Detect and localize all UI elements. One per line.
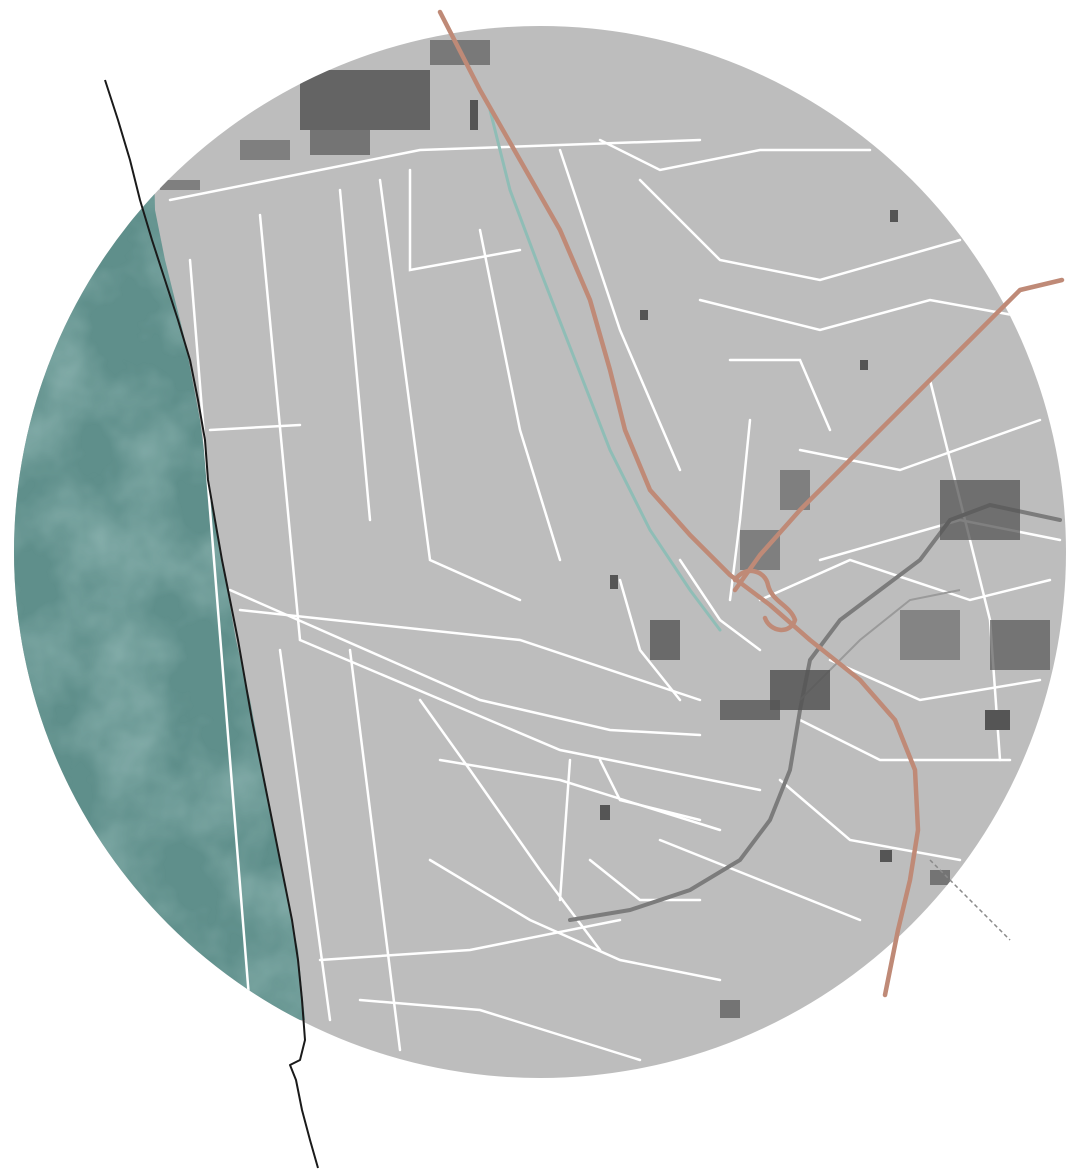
interchange-loop — [732, 568, 798, 633]
built-up-areas — [160, 40, 1050, 1018]
highways — [437, 9, 1065, 998]
highway-northeast — [732, 277, 1065, 593]
rail-spur — [929, 859, 1011, 941]
minor-roads — [168, 138, 1062, 1062]
canal — [488, 108, 722, 632]
coastline — [104, 79, 319, 1169]
highway-north-south — [437, 9, 921, 998]
